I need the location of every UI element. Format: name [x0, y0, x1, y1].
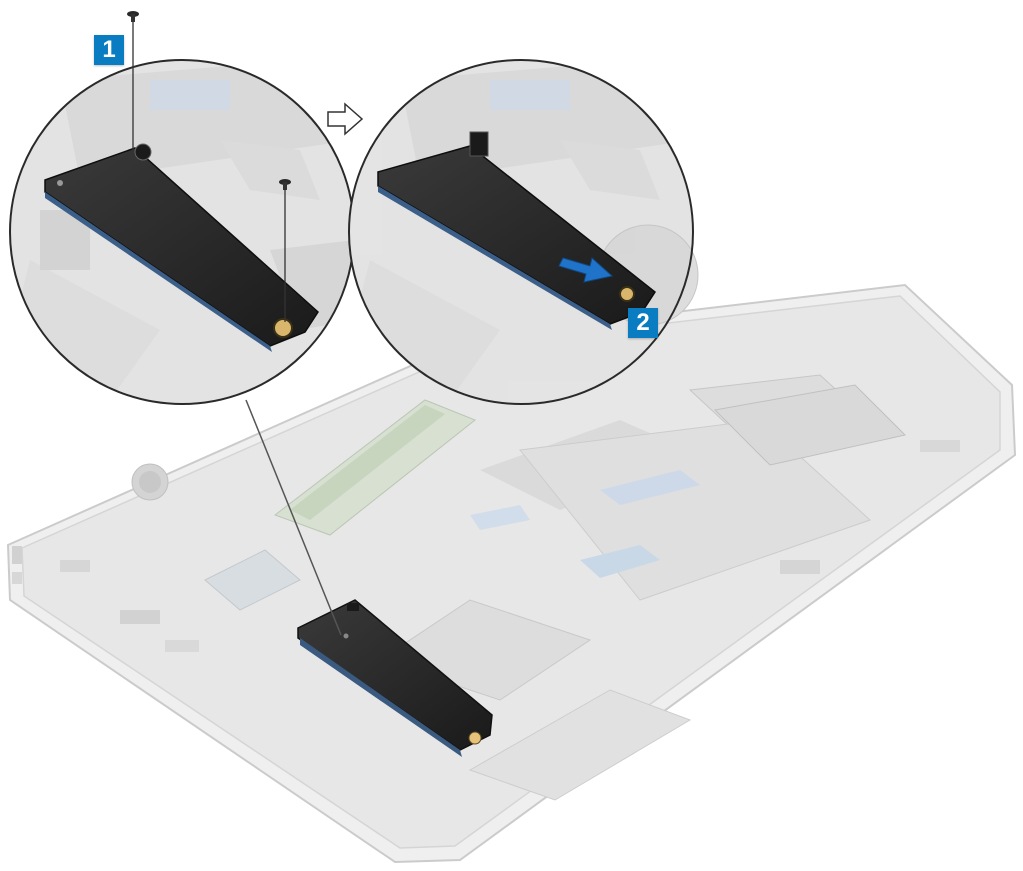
screw-icon [127, 11, 139, 152]
ssd-thermal-cover [297, 599, 493, 757]
step-1-badge: 1 [94, 35, 124, 65]
detail-view-step-2 [348, 59, 694, 405]
outline-arrow-right-icon [327, 102, 364, 136]
screw-icon [279, 179, 291, 322]
detail-view-step-1 [9, 59, 355, 405]
callout-line [245, 399, 342, 636]
slide-arrow-icon [558, 257, 614, 283]
step-2-badge: 2 [628, 308, 658, 338]
